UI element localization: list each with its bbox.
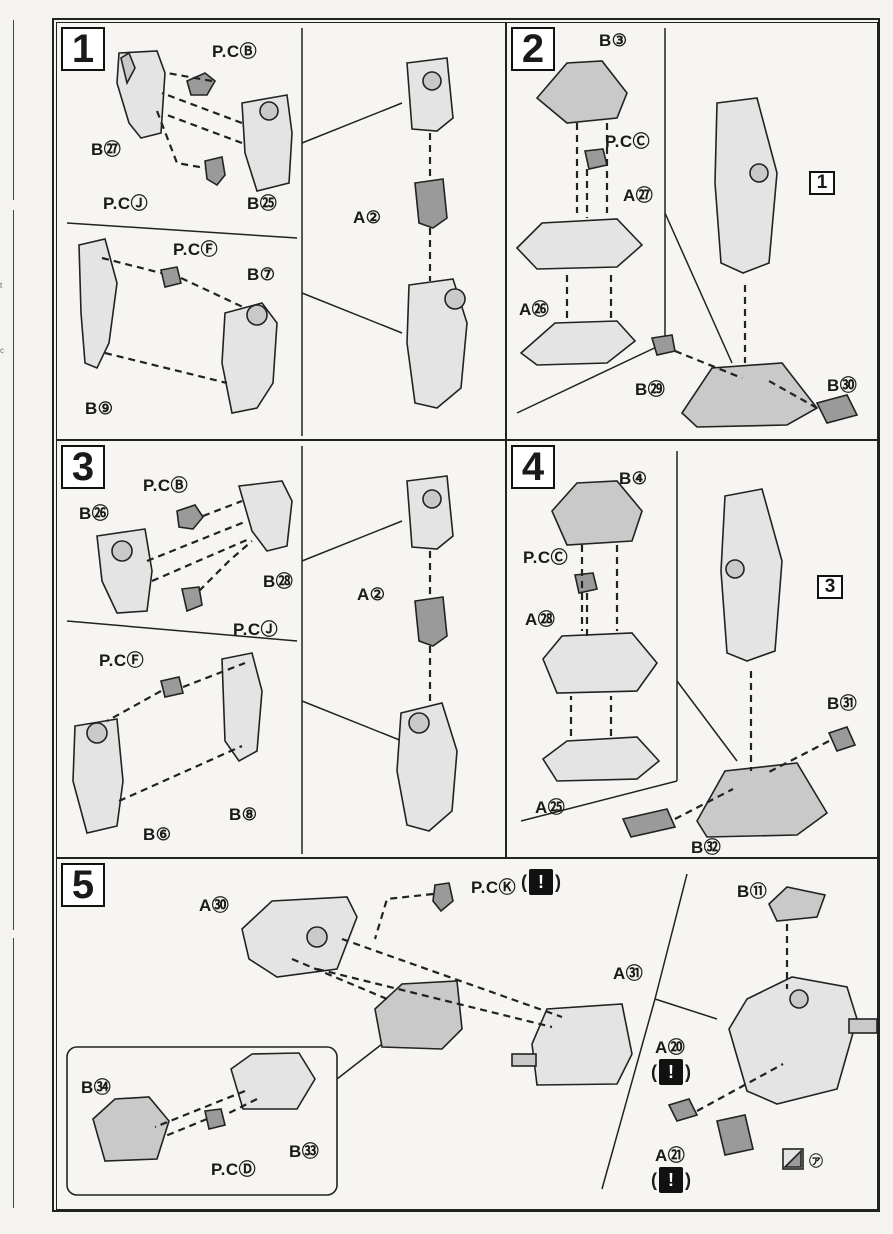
step-3-drawing (66, 446, 458, 854)
label-b28: B㉘ (263, 572, 294, 591)
caution-mark-icon: ! (659, 1167, 683, 1193)
step-5-drawing (66, 873, 878, 1196)
step-1-drawing (66, 28, 468, 436)
label-b7: B⑦ (247, 265, 276, 284)
step-4-panel: 4 3 B④ P.CⒸ A㉘ A㉕ B㉛ B (506, 440, 878, 858)
step-4-drawing (520, 451, 857, 838)
step-1-panel: 1 (56, 22, 506, 440)
label-b30: B㉚ (827, 376, 858, 395)
label-pc-f: P.CⒻ (173, 240, 219, 259)
label-b27: B㉗ (91, 140, 122, 159)
caution-mark-icon: ! (659, 1059, 683, 1085)
step-2-number: 2 (511, 27, 555, 71)
caution-a21: (!) (651, 1167, 691, 1193)
label-b31: B㉛ (827, 694, 858, 713)
label-a31: A㉛ (613, 964, 644, 983)
step-5-number: 5 (61, 863, 105, 907)
label-b32: B㉜ (691, 838, 722, 857)
label-pc-k: P.CⓀ (471, 878, 517, 897)
step-5-panel: 5 (56, 858, 878, 1210)
label-a20: A⑳ (655, 1038, 686, 1057)
label-a26: A㉖ (519, 300, 550, 319)
ref-step-3: 3 (817, 575, 843, 599)
caution-a20: (!) (651, 1059, 691, 1085)
assembly-frame (52, 18, 880, 1212)
label-b6: B⑥ (143, 825, 172, 844)
caution-pc-k: (!) (521, 869, 561, 895)
label-b29: B㉙ (635, 380, 666, 399)
step-3-panel: 3 (56, 440, 506, 858)
left-edge-strip: t c (0, 0, 30, 1234)
edge-mark-t: t (0, 281, 3, 290)
label-a30: A㉚ (199, 896, 230, 915)
label-pc-c: P.CⒸ (605, 132, 651, 151)
label-b4: B④ (619, 469, 648, 488)
step-1-number: 1 (61, 27, 105, 71)
caution-mark-icon: ! (529, 869, 553, 895)
label-a27: A㉗ (623, 186, 654, 205)
ref-step-1: 1 (809, 171, 835, 195)
label-a21: A㉑ (655, 1146, 686, 1165)
edge-mark-c: c (0, 346, 4, 355)
label-b34: B㉞ (81, 1078, 112, 1097)
step-3-number: 3 (61, 445, 105, 489)
label-b11: B⑪ (737, 882, 768, 901)
label-pc-b: P.CⒷ (212, 42, 258, 61)
label-pc-d: P.CⒹ (211, 1160, 257, 1179)
step-4-number: 4 (511, 445, 555, 489)
label-a25: A㉕ (535, 798, 566, 817)
label-a2: A② (353, 208, 382, 227)
label-pc-j-3: P.CⒿ (233, 620, 279, 639)
step-2-drawing (515, 28, 859, 428)
label-b33: B㉝ (289, 1142, 320, 1161)
label-pc-b-3: P.CⒷ (143, 476, 189, 495)
label-pc-c-4: P.CⒸ (523, 548, 569, 567)
label-b25: B㉕ (247, 194, 278, 213)
label-b8: B⑧ (229, 805, 258, 824)
label-seal-a: ㋐ (809, 1153, 824, 1169)
label-b3: B③ (599, 31, 628, 50)
label-a28: A㉘ (525, 610, 556, 629)
label-b26: B㉖ (79, 504, 110, 523)
label-pc-f-3: P.CⒻ (99, 651, 145, 670)
step-2-panel: 2 1 (506, 22, 878, 440)
label-b9: B⑨ (85, 399, 114, 418)
label-pc-j: P.CⒿ (103, 194, 149, 213)
label-a2-3: A② (357, 585, 386, 604)
